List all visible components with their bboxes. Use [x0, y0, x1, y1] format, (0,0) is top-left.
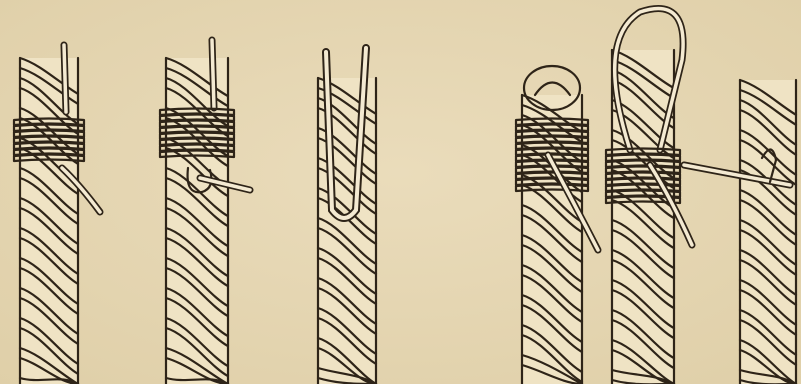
- rope-step-3: [318, 48, 376, 384]
- twine-1-standing-core: [64, 45, 66, 112]
- twine-2-standing-core: [212, 40, 214, 108]
- rope-2-body: [166, 58, 228, 384]
